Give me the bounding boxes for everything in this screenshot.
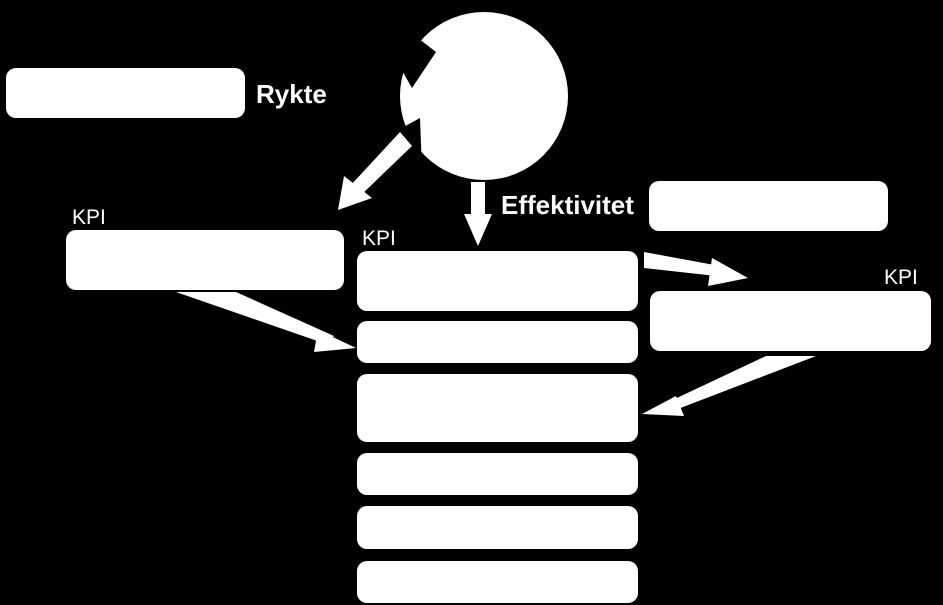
kpi-center-label: KPI xyxy=(362,227,396,250)
kpi-right-label: KPI xyxy=(884,266,918,289)
arrow-left-kpi-to-center xyxy=(176,292,356,352)
arrow-circle-down xyxy=(464,182,492,246)
center-box-5 xyxy=(357,506,638,549)
efficiency-label: Effektivitet xyxy=(501,190,634,220)
reputation-label: Rykte xyxy=(256,79,327,109)
center-box-3 xyxy=(357,374,638,442)
center-box-4 xyxy=(357,453,638,495)
kpi-right-box xyxy=(650,291,931,351)
center-box-1 xyxy=(357,251,638,311)
center-circle xyxy=(396,12,568,180)
efficiency-box xyxy=(649,181,888,231)
kpi-left-box xyxy=(66,230,344,290)
arrow-right-kpi-to-center xyxy=(642,356,816,416)
kpi-left-label: KPI xyxy=(72,206,106,229)
arrow-circle-to-left-kpi xyxy=(338,132,412,210)
arrow-center-to-right-kpi xyxy=(644,252,748,286)
center-box-6 xyxy=(357,561,638,603)
center-box-2 xyxy=(357,321,638,363)
reputation-box xyxy=(6,68,245,118)
